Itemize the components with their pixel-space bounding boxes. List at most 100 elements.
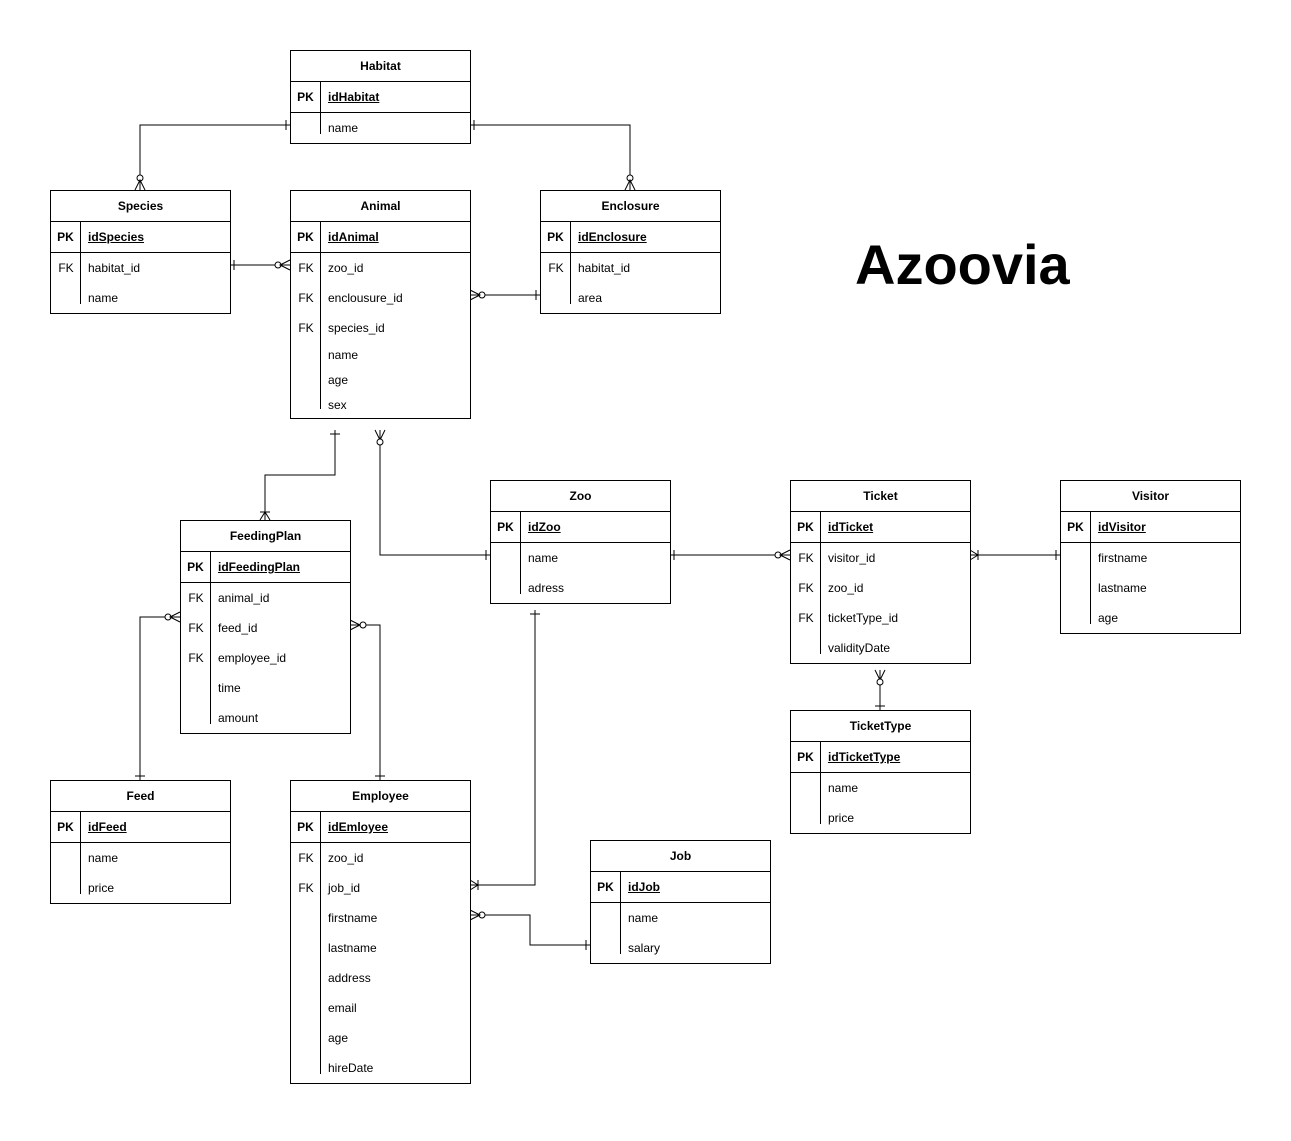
key-label: PK [291, 82, 321, 112]
attribute-name: name [328, 348, 359, 362]
connector-tickettype-ticket [874, 669, 886, 710]
attribute-row: lastname [291, 933, 470, 963]
key-label: FK [58, 261, 74, 275]
attribute-row: sex [291, 393, 470, 418]
attribute-row: name [491, 543, 670, 573]
attribute-row: name [291, 113, 470, 143]
attribute-row: area [541, 283, 720, 313]
attribute-name: age [328, 373, 349, 387]
attribute-name: time [218, 681, 241, 695]
key-label: FK [188, 651, 204, 665]
connector-employee-feedingplan [349, 619, 385, 780]
attribute-row: adress [491, 573, 670, 603]
attribute-name: address [328, 971, 371, 985]
primary-key-name: idZoo [528, 520, 561, 534]
connector-zoo-animal [374, 429, 490, 560]
attribute-row: age [291, 368, 470, 393]
connector-visitor-ticket [969, 549, 1060, 561]
attribute-name: sex [328, 398, 347, 412]
primary-key-name: idFeedingPlan [218, 560, 301, 574]
entity-title: Job [591, 841, 770, 872]
attribute-name: enclousure_id [328, 291, 403, 305]
attribute-row: amount [181, 703, 350, 733]
attribute-name: name [528, 551, 559, 565]
attribute-name: area [578, 291, 603, 305]
attribute-name: animal_id [218, 591, 270, 605]
key-label: PK [291, 222, 321, 252]
attribute-row: FK zoo_id [291, 843, 470, 873]
attribute-name: adress [528, 581, 565, 595]
attribute-name: hireDate [328, 1061, 374, 1075]
entity-title: Employee [291, 781, 470, 812]
key-label: FK [188, 591, 204, 605]
key-label: PK [541, 222, 571, 252]
key-label: PK [1061, 512, 1091, 542]
connector-feed-feedingplan [135, 611, 181, 780]
attribute-name: job_id [328, 881, 361, 895]
attribute-row: age [291, 1023, 470, 1053]
attribute-name: habitat_id [578, 261, 631, 275]
connector-species-animal [230, 259, 291, 271]
connector-animal-feedingplan [259, 430, 340, 521]
attribute-row: firstname [291, 903, 470, 933]
attribute-list: name adress [491, 543, 670, 603]
attribute-name: validityDate [828, 641, 891, 655]
primary-key-name: idSpecies [88, 230, 145, 244]
entity-title: Species [51, 191, 230, 222]
primary-key-row: PK idAnimal [291, 222, 470, 253]
attribute-row: name [791, 773, 970, 803]
primary-key-row: PK idEmloyee [291, 812, 470, 843]
attribute-name: firstname [1098, 551, 1148, 565]
key-label: FK [798, 611, 814, 625]
attribute-row: name [591, 903, 770, 933]
attribute-name: zoo_id [328, 851, 364, 865]
diagram-title: Azoovia [855, 233, 1070, 296]
key-label: FK [298, 851, 314, 865]
attribute-name: zoo_id [828, 581, 864, 595]
entity-title: Feed [51, 781, 230, 812]
primary-key-name: idEmloyee [328, 820, 389, 834]
attribute-row: name [291, 343, 470, 368]
entity-title: Enclosure [541, 191, 720, 222]
connector-enclosure-animal [469, 289, 540, 301]
attribute-name: habitat_id [88, 261, 141, 275]
primary-key-name: idAnimal [328, 230, 379, 244]
primary-key-name: idTicketType [828, 750, 901, 764]
attribute-name: feed_id [218, 621, 258, 635]
primary-key-name: idTicket [828, 520, 874, 534]
key-label: PK [291, 812, 321, 842]
key-label: PK [51, 222, 81, 252]
attribute-row: name [51, 283, 230, 313]
primary-key-row: PK idSpecies [51, 222, 230, 253]
